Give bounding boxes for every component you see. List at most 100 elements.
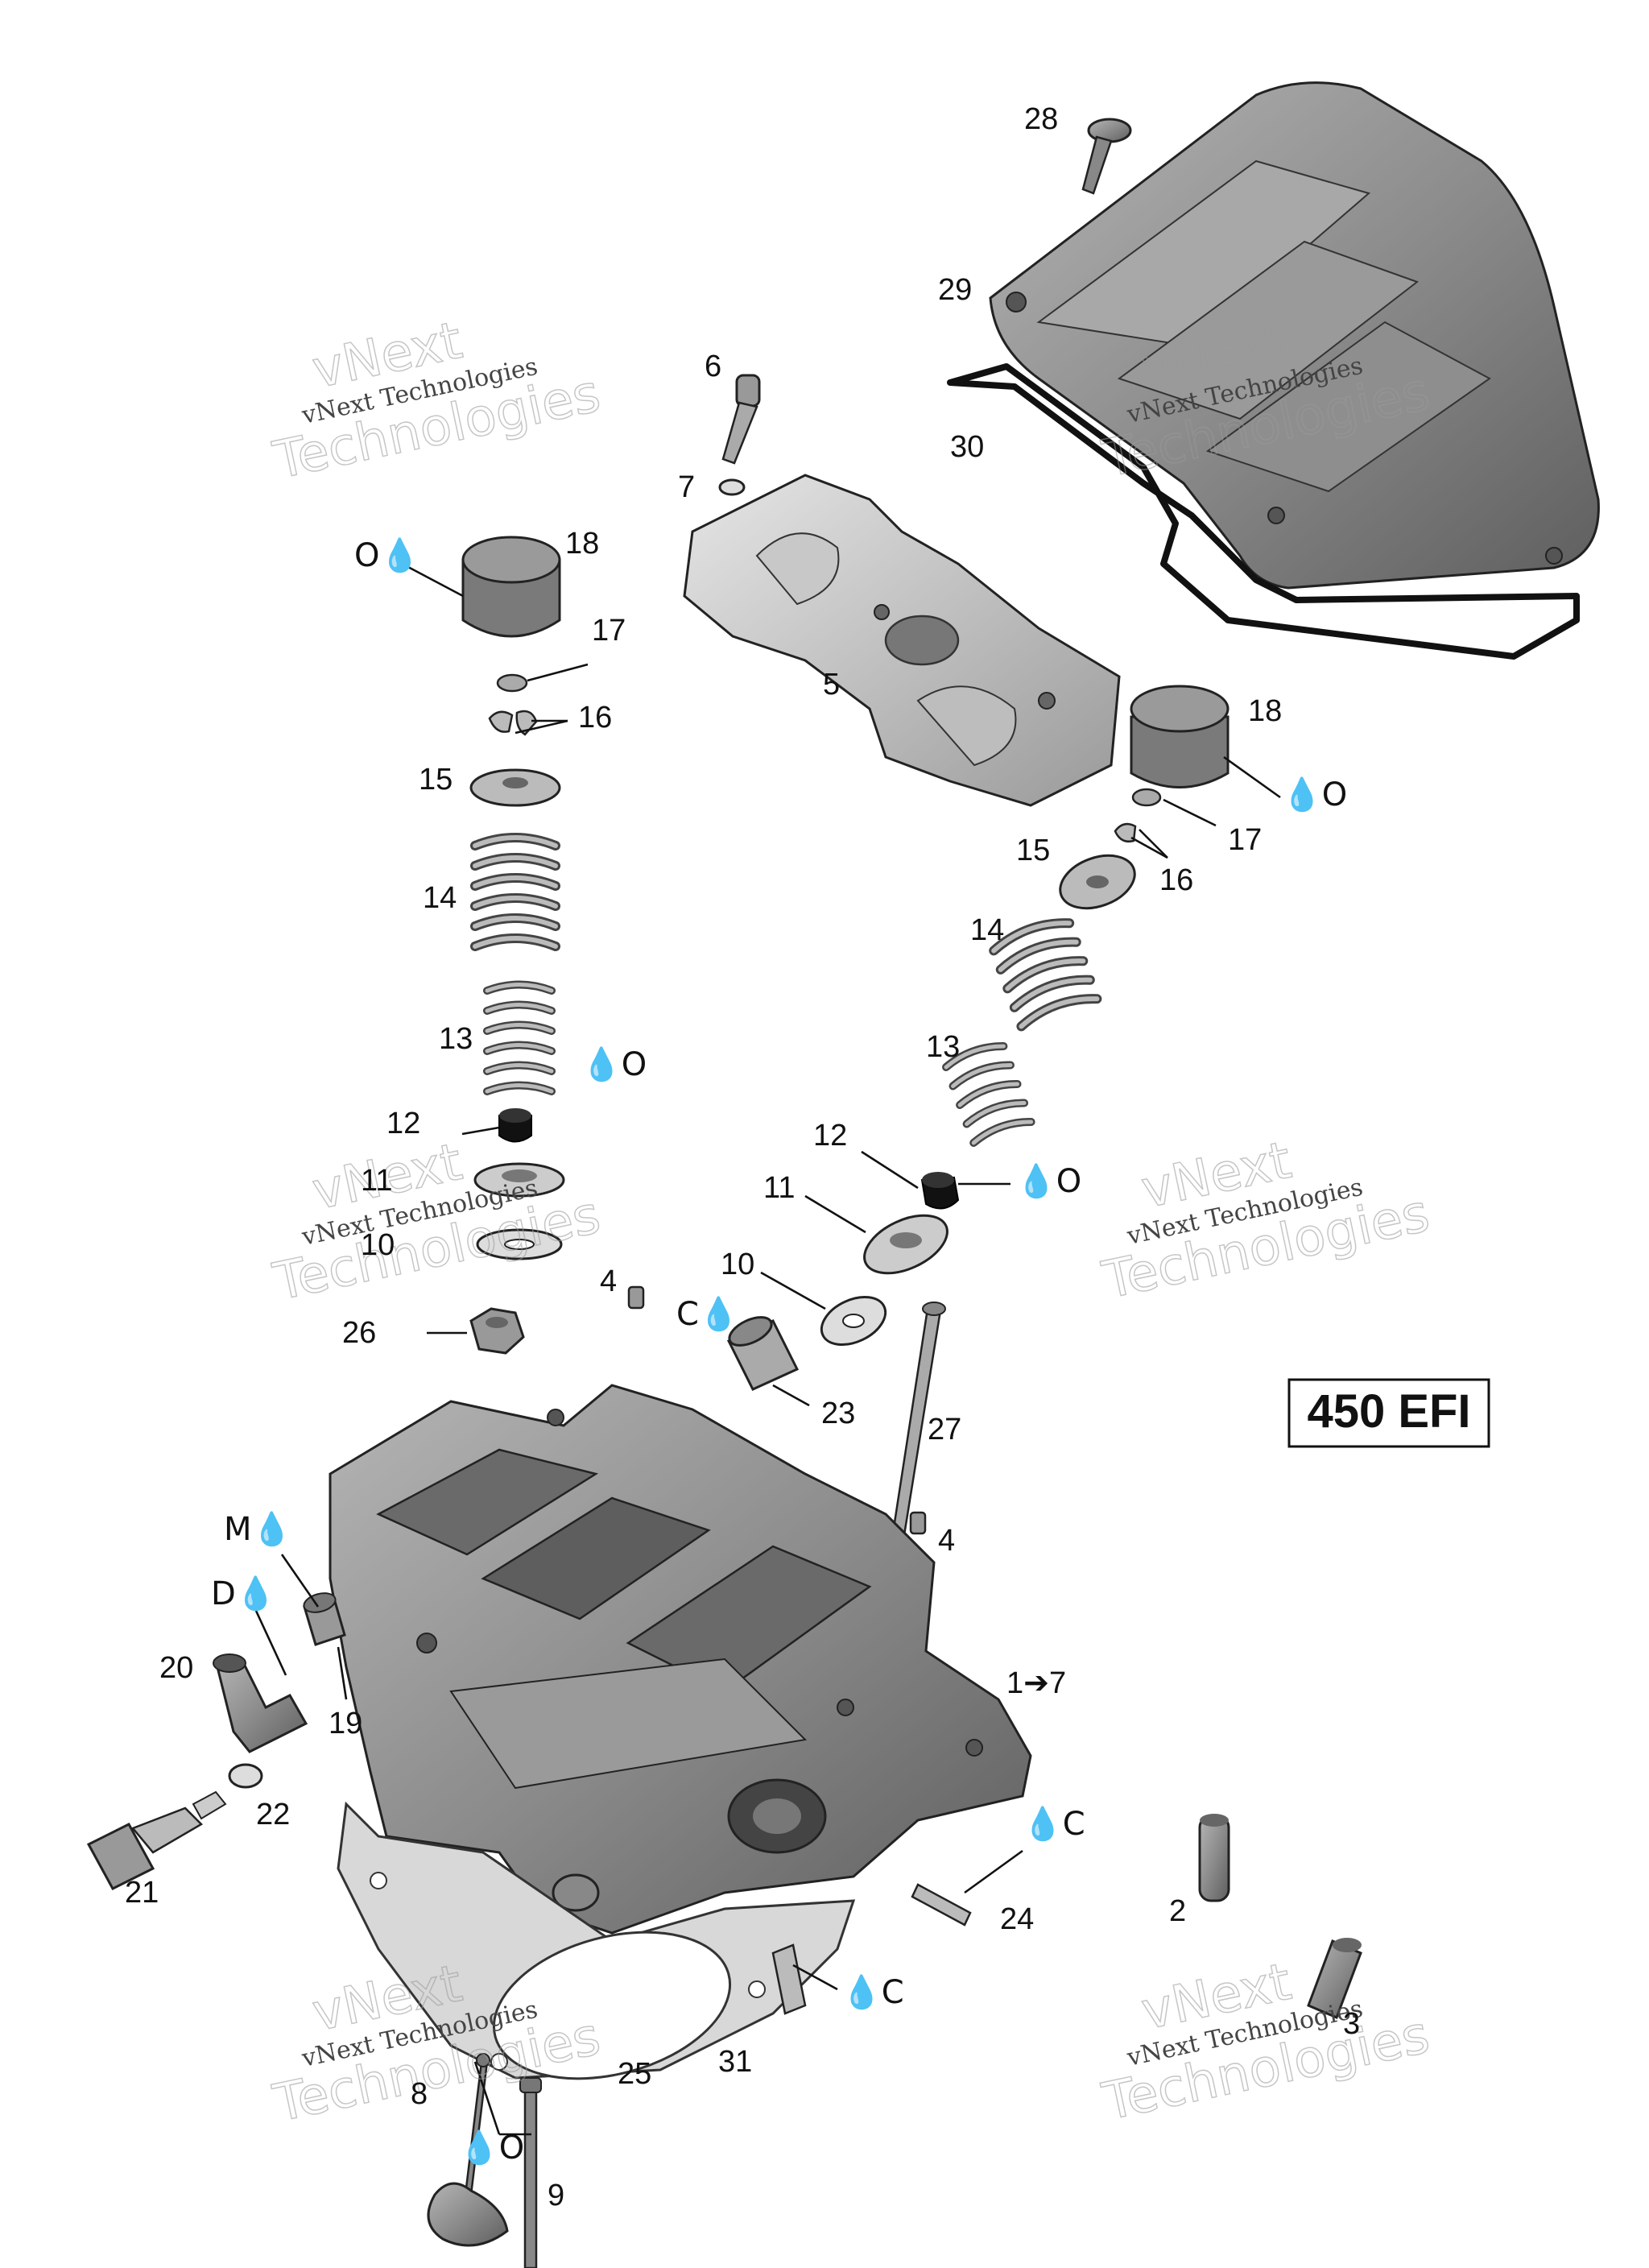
cap-bolt-part	[721, 374, 761, 465]
dowel-sleeve-part	[911, 1883, 972, 1927]
callout-22: 22	[256, 1798, 290, 1831]
inner-spring-left-part	[483, 980, 556, 1095]
bucket-tappet-left-part	[461, 536, 561, 638]
outer-spring-right-part	[989, 918, 1102, 1032]
lube-oil-1: O💧	[354, 536, 419, 574]
lube-c-2: 💧C	[1023, 1805, 1085, 1843]
nut-part	[469, 1307, 525, 1355]
callout-11a: 11	[361, 1164, 392, 1198]
short-pin-part	[771, 1943, 807, 2015]
callout-10b: 10	[721, 1248, 754, 1281]
callout-23: 23	[821, 1397, 855, 1430]
watermark-top-left: vNext vNext Technologies Technologies	[267, 310, 605, 491]
watermark-mid-right: vNext vNext Technologies Technologies	[1097, 1130, 1435, 1311]
callout-4b: 4	[938, 1524, 955, 1558]
lube-c-3: 💧C	[841, 1973, 904, 2011]
leader-lines	[254, 565, 1281, 2136]
cover-bolt-part	[1081, 118, 1132, 195]
spring-retainer-right-part	[1059, 854, 1136, 910]
callout-30: 30	[950, 430, 984, 464]
callout-17a: 17	[592, 614, 626, 648]
o-ring-part	[303, 1592, 346, 1646]
callout-9: 9	[548, 2179, 564, 2212]
guide-sleeve-a-part	[1198, 1814, 1230, 1902]
callout-16a: 16	[578, 701, 612, 735]
lubricant-symbols: O💧 💧O 💧O 💧O 💧O C💧 💧C 💧C M💧 D💧	[211, 536, 1347, 2167]
callout-15b: 15	[1016, 834, 1050, 867]
callout-7: 7	[678, 470, 695, 504]
outer-spring-left-part	[470, 833, 560, 951]
exhaust-valve-part	[519, 2076, 542, 2268]
callout-18a: 18	[565, 527, 599, 561]
dowel-pin-top-part	[627, 1285, 645, 1310]
callout-18b: 18	[1248, 694, 1282, 728]
washer-left-part	[476, 1228, 563, 1260]
callout-19: 19	[329, 1707, 362, 1740]
callout-13a: 13	[439, 1022, 473, 1056]
lube-d-1: D💧	[211, 1575, 276, 1612]
callout-13b: 13	[926, 1030, 960, 1064]
callout-27: 27	[928, 1413, 961, 1446]
cap-washer-part	[718, 478, 746, 496]
spring-seat-left-part	[473, 1162, 565, 1198]
callout-28: 28	[1024, 102, 1058, 136]
callout-26: 26	[342, 1316, 376, 1350]
lube-oil-2: 💧O	[1282, 776, 1347, 813]
callout-25: 25	[618, 2057, 651, 2091]
callout-1: 1➔7	[1006, 1666, 1066, 1700]
callout-24: 24	[1000, 1902, 1034, 1936]
cylinder-head-part	[329, 1384, 1032, 1935]
callout-17b: 17	[1228, 823, 1262, 857]
elbow-fitting-part	[213, 1653, 308, 1753]
callout-16b: 16	[1159, 863, 1193, 897]
callout-8: 8	[411, 2077, 428, 2111]
valve-cover-gasket-part	[947, 363, 1580, 660]
valve-keeper-left-part	[488, 710, 538, 736]
bucket-tappet-right-part	[1130, 685, 1230, 788]
watermark-bottom-right: vNext vNext Technologies Technologies	[1097, 1951, 1435, 2133]
callout-5: 5	[823, 668, 840, 702]
camshaft-bearing-cap-part	[683, 474, 1121, 807]
sealing-washer-part	[228, 1763, 263, 1789]
washer-right-part	[820, 1295, 887, 1347]
shim-left-part	[496, 673, 528, 693]
callout-11b: 11	[763, 1171, 795, 1205]
lube-oil-3: 💧O	[581, 1045, 647, 1083]
lube-oil-5: 💧O	[459, 2129, 524, 2167]
callout-12a: 12	[386, 1107, 420, 1140]
callout-12b: 12	[813, 1119, 847, 1153]
callout-20: 20	[159, 1651, 193, 1685]
callout-2: 2	[1169, 1894, 1186, 1928]
callout-14a: 14	[423, 881, 457, 915]
shim-right-part	[1131, 788, 1162, 807]
inner-spring-right-part	[942, 1041, 1035, 1147]
callout-3: 3	[1343, 2007, 1360, 2041]
lube-m-1: M💧	[224, 1510, 291, 1548]
guide-sleeve-b-part	[1307, 1938, 1362, 2019]
spring-retainer-left-part	[469, 768, 561, 807]
valve-keeper-right-part	[1114, 822, 1137, 842]
bushing-part	[726, 1316, 800, 1391]
temperature-sensor-part	[86, 1790, 227, 1890]
callout-29: 29	[938, 273, 972, 307]
spring-seat-right-part	[863, 1214, 948, 1275]
callout-labels: 1➔7 2 3 4 4 5 6 7 8 9 10 10 11 11 12 12 …	[125, 102, 1360, 2212]
lube-c-1: C💧	[676, 1295, 739, 1333]
callout-21: 21	[125, 1876, 159, 1910]
watermark-mid-left: vNext vNext Technologies Technologies	[267, 1132, 605, 1313]
valve-stem-seal-right-part	[920, 1172, 960, 1210]
model-badge: 450 EFI	[1287, 1378, 1490, 1448]
lube-oil-4: 💧O	[1016, 1162, 1081, 1200]
callout-31: 31	[718, 2045, 752, 2079]
valve-stem-seal-left-part	[498, 1108, 532, 1143]
callout-14b: 14	[970, 913, 1004, 947]
dowel-pin-side-part	[909, 1511, 927, 1535]
model-badge-text: 450 EFI	[1307, 1385, 1470, 1438]
intake-valve-part	[427, 2053, 509, 2247]
callout-15a: 15	[419, 763, 453, 797]
callout-6: 6	[705, 350, 721, 383]
callout-10a: 10	[361, 1228, 395, 1262]
callout-4a: 4	[600, 1264, 617, 1298]
valve-cover-part	[989, 81, 1600, 590]
